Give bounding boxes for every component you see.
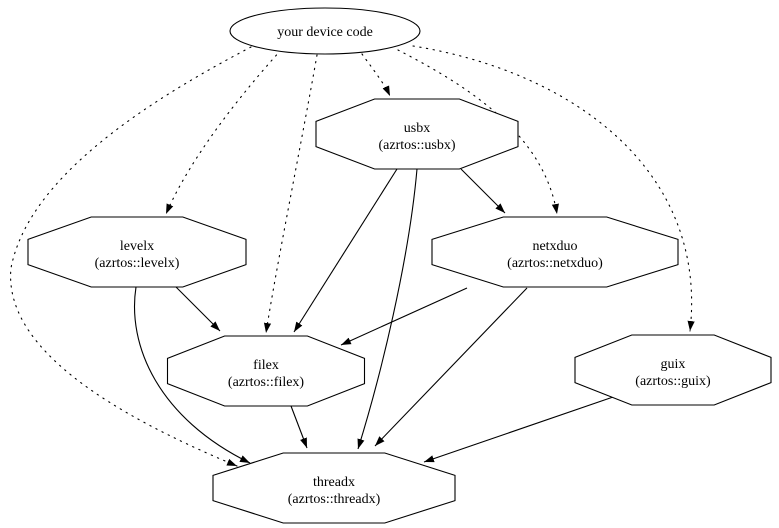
- edge-usbx-to-netxduo: [460, 168, 506, 214]
- node-label: netxduo: [532, 239, 577, 254]
- node-usbx: usbx(azrtos::usbx): [315, 98, 519, 170]
- nodes-layer: your device codeusbx(azrtos::usbx)levelx…: [27, 7, 772, 524]
- edge-netxduo-to-filex: [340, 287, 468, 346]
- node-device: your device code: [229, 7, 421, 55]
- edge-levelx-to-threadx: [133, 286, 251, 464]
- node-sublabel: (azrtos::levelx): [95, 256, 180, 271]
- octagon-shape: [166, 335, 366, 407]
- node-sublabel: (azrtos::filex): [228, 375, 305, 390]
- node-label: usbx: [404, 121, 430, 136]
- edge-usbx-to-threadx: [357, 168, 418, 450]
- node-sublabel: (azrtos::guix): [635, 374, 711, 389]
- node-sublabel: (azrtos::threadx): [288, 492, 381, 507]
- edge-levelx-to-filex: [175, 286, 221, 332]
- edge-device-to-guix: [412, 45, 695, 332]
- node-label: guix: [661, 357, 686, 372]
- edge-usbx-to-filex: [293, 168, 398, 333]
- node-filex: filex(azrtos::filex): [166, 335, 366, 407]
- node-label: levelx: [120, 239, 154, 254]
- edge-filex-to-threadx: [290, 405, 308, 449]
- node-levelx: levelx(azrtos::levelx): [27, 216, 247, 288]
- edge-device-to-usbx: [361, 53, 391, 97]
- octagon-shape: [431, 216, 679, 288]
- octagon-shape: [212, 452, 456, 524]
- octagon-shape: [315, 98, 519, 170]
- edge-device-to-filex: [263, 54, 318, 334]
- node-label: filex: [253, 358, 279, 373]
- edge-device-to-levelx: [165, 49, 282, 215]
- node-label: threadx: [313, 475, 355, 490]
- node-sublabel: (azrtos::usbx): [379, 138, 456, 153]
- node-label: your device code: [277, 25, 373, 40]
- octagon-shape: [574, 334, 772, 406]
- node-sublabel: (azrtos::netxduo): [507, 256, 603, 271]
- node-netxduo: netxduo(azrtos::netxduo): [431, 216, 679, 288]
- edge-netxduo-to-threadx: [374, 287, 528, 447]
- edges-layer: [10, 45, 695, 467]
- edge-guix-to-threadx: [423, 395, 617, 463]
- ellipse-shape: [229, 7, 421, 55]
- node-guix: guix(azrtos::guix): [574, 334, 772, 406]
- edge-device-to-threadx: [10, 46, 252, 467]
- node-threadx: threadx(azrtos::threadx): [212, 452, 456, 524]
- octagon-shape: [27, 216, 247, 288]
